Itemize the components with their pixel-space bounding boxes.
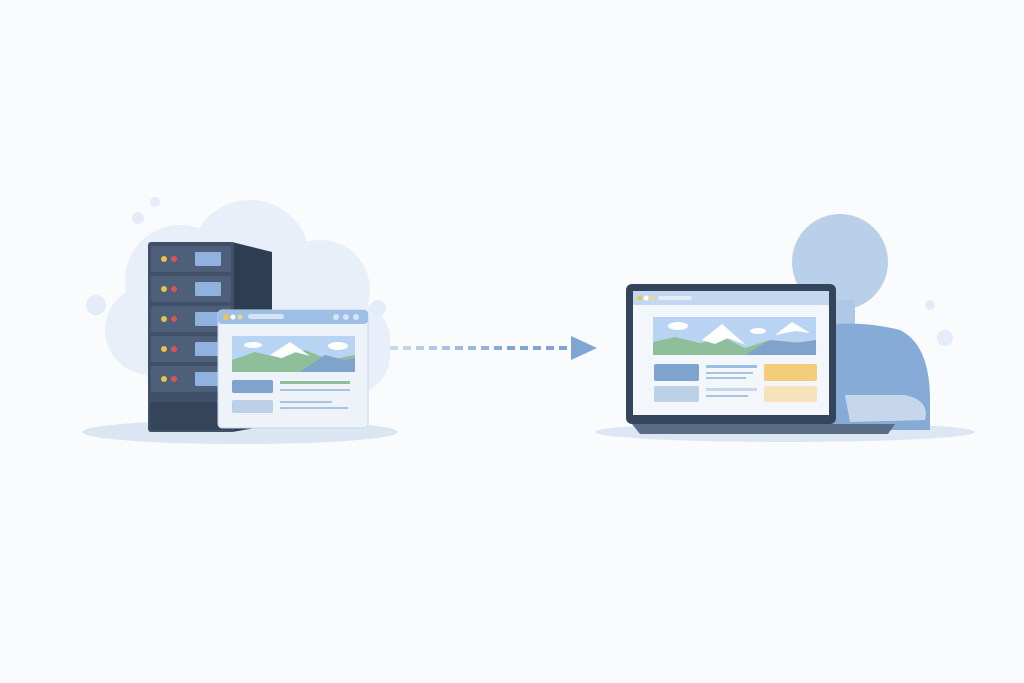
window-dot-icon [643, 295, 649, 301]
window-control-icon [343, 314, 349, 320]
content-card [764, 386, 817, 402]
arrow-dash [533, 346, 541, 350]
bubble [370, 300, 386, 316]
arrow-dash [494, 346, 502, 350]
text-line [706, 395, 748, 397]
window-control-icon [333, 314, 339, 320]
text-line [706, 372, 753, 374]
status-led-icon [171, 346, 177, 352]
user-group [595, 214, 975, 442]
arrow-dash [442, 346, 450, 350]
content-card [654, 364, 699, 381]
status-led-icon [161, 346, 167, 352]
arrow-dash [559, 346, 567, 350]
arrow-dash [416, 346, 424, 350]
address-bar [658, 296, 692, 300]
text-line [280, 407, 348, 409]
window-title-bar [218, 310, 368, 324]
window-control-icon [353, 314, 359, 320]
laptop-base [632, 424, 895, 434]
window-dot-icon [637, 295, 643, 301]
server-units [151, 246, 231, 392]
status-led-icon [171, 286, 177, 292]
window-dot-icon [649, 295, 655, 301]
content-card [232, 380, 273, 393]
arrow-dash [468, 346, 476, 350]
person-arm [845, 395, 926, 422]
landscape-image-icon [232, 336, 355, 372]
arrow-dash [520, 346, 528, 350]
bubble [937, 330, 953, 346]
content-card [232, 400, 273, 413]
arrow-dash [507, 346, 515, 350]
port-panel-icon [195, 312, 221, 326]
bubble [86, 295, 106, 315]
status-led-icon [171, 376, 177, 382]
arrow-dash [429, 346, 437, 350]
content-card [764, 364, 817, 381]
port-panel-icon [195, 372, 221, 386]
transfer-arrow-icon [390, 336, 597, 360]
server-group [82, 197, 398, 444]
text-line [280, 389, 350, 391]
status-led-icon [161, 316, 167, 322]
status-led-icon [171, 256, 177, 262]
laptop-icon [626, 284, 895, 434]
text-line [706, 377, 746, 379]
window-dot-icon [230, 314, 236, 320]
web-page-window [217, 309, 369, 429]
bubble [132, 212, 144, 224]
status-led-icon [161, 286, 167, 292]
arrow-dash [403, 346, 411, 350]
arrow-dash [390, 346, 398, 350]
text-line [706, 388, 757, 391]
arrow-dash [481, 346, 489, 350]
text-line [280, 381, 350, 384]
port-panel-icon [195, 342, 221, 356]
arrow-head [571, 336, 597, 360]
bubble [150, 197, 160, 207]
arrow-dash [546, 346, 554, 350]
landscape-image-icon [653, 317, 816, 355]
bubble [925, 300, 935, 310]
status-led-icon [171, 316, 177, 322]
window-dot-icon [237, 314, 243, 320]
window-dot-icon [223, 314, 229, 320]
arrow-dash [455, 346, 463, 350]
text-line [280, 401, 332, 403]
port-panel-icon [195, 282, 221, 296]
content-card [654, 386, 699, 402]
status-led-icon [161, 256, 167, 262]
text-line [706, 365, 757, 368]
port-panel-icon [195, 252, 221, 266]
status-led-icon [161, 376, 167, 382]
address-bar [248, 314, 284, 319]
browser-bar [633, 291, 829, 305]
